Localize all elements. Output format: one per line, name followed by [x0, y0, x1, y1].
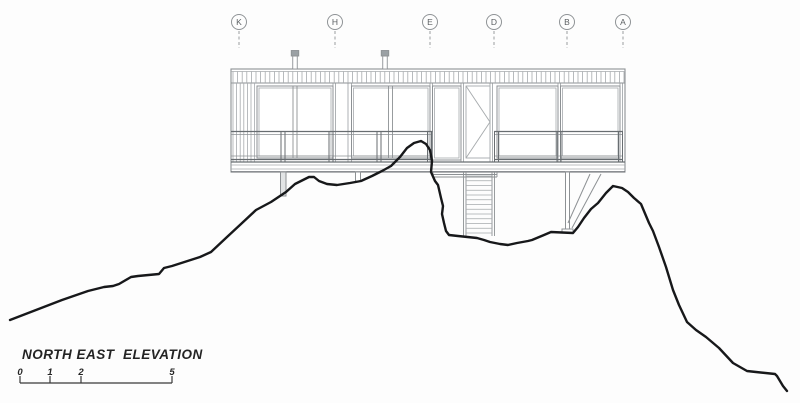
svg-text:K: K — [236, 17, 242, 27]
svg-text:H: H — [332, 17, 338, 27]
scale-tick-label-2: 2 — [78, 367, 84, 378]
svg-text:D: D — [491, 17, 497, 27]
svg-text:B: B — [564, 17, 570, 27]
scale-tick-label-1: 1 — [47, 367, 53, 378]
scale-tick-label-3: 5 — [169, 367, 175, 378]
drawing-title: NORTH EAST ELEVATION — [22, 347, 203, 362]
scale-tick-label-0: 0 — [17, 367, 23, 378]
svg-text:A: A — [620, 17, 626, 27]
svg-text:E: E — [427, 17, 433, 27]
